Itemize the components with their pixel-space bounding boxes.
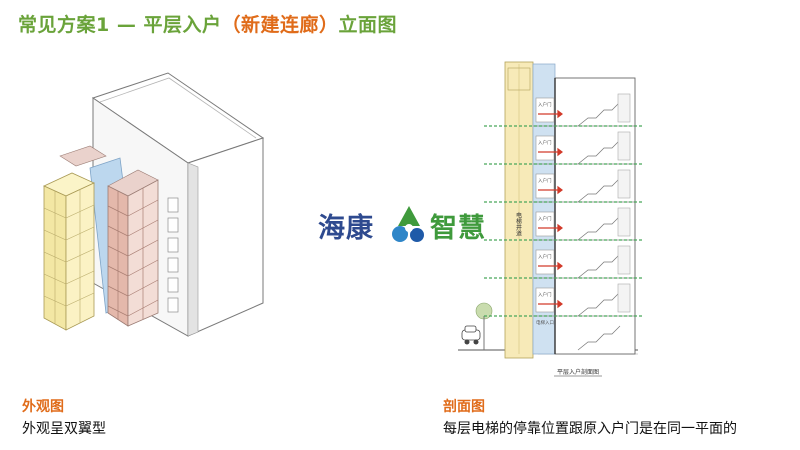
title-part-1: 常见方案1 — 平层入户 <box>18 14 222 36</box>
watermark-emblem-icon <box>392 206 424 242</box>
door-label: 入户门 <box>538 101 552 108</box>
exterior-building-illustration <box>43 72 265 337</box>
tree-icon <box>475 302 493 350</box>
watermark-text-right: 智慧 <box>430 213 486 244</box>
left-caption-text: 外观呈双翼型 <box>22 421 106 437</box>
watermark-text-left: 海康 <box>318 213 374 244</box>
section-caption: 平层入户剖面图 <box>557 368 599 376</box>
right-caption-heading: 剖面图 <box>443 399 485 415</box>
door-label: 入户门 <box>538 253 552 260</box>
watermark-logo: 海康 智慧 <box>318 198 496 254</box>
title-part-3: 立面图 <box>338 14 397 36</box>
car-icon <box>461 325 481 345</box>
left-caption-heading: 外观图 <box>22 399 64 415</box>
door-label: 入户门 <box>538 177 552 184</box>
page-title: 常见方案1 — 平层入户（新建连廊）立面图 <box>18 10 397 37</box>
shaft-label: 电梯井道 <box>515 211 522 237</box>
door-label: 入户门 <box>538 139 552 146</box>
section-drawing: 电梯井道 入户门 入户门 入户门 入户门 入户门 入户门 电梯入口 平层入户剖面… <box>458 61 642 377</box>
right-caption-text: 每层电梯的停靠位置跟原入户门是在同一平面的 <box>443 421 737 437</box>
title-part-2: （新建连廊） <box>221 14 339 36</box>
hall-label: 电梯入口 <box>536 319 554 326</box>
door-label: 入户门 <box>538 215 552 222</box>
door-label: 入户门 <box>538 291 552 298</box>
